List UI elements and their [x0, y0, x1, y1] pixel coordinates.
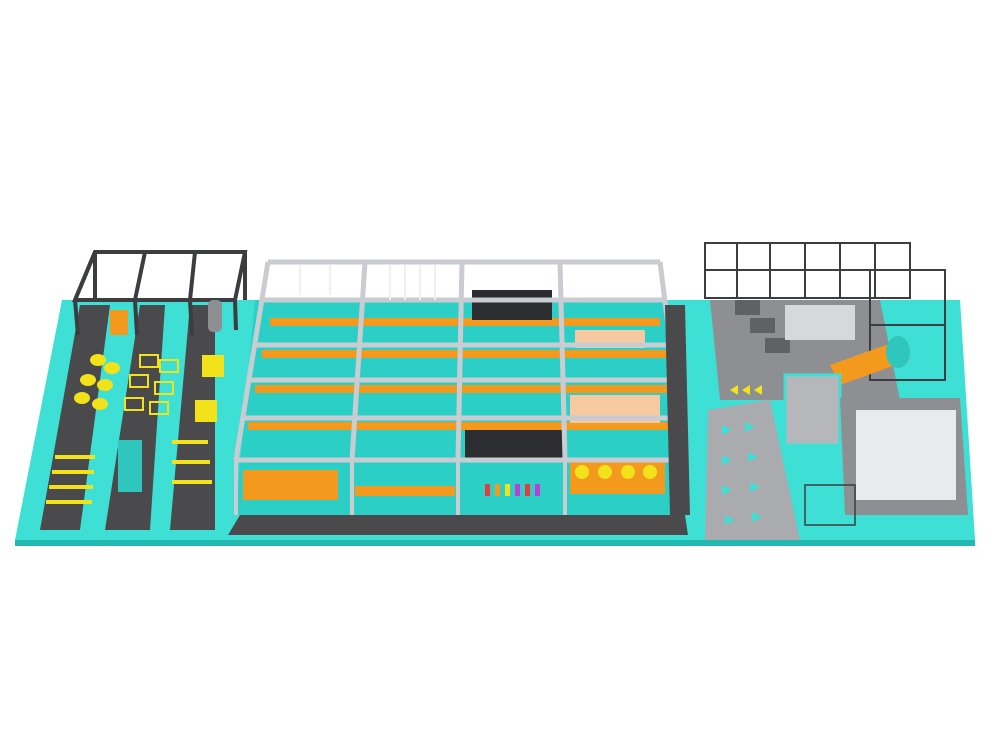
floor-edge — [15, 540, 975, 546]
truss-grid — [233, 259, 688, 463]
monkey-bar-frame — [72, 250, 248, 336]
teal-arrows — [722, 422, 762, 525]
left-training-zone — [40, 250, 248, 530]
yellow-block — [202, 355, 224, 377]
yellow-arrows — [730, 385, 762, 395]
yellow-balance-beams — [46, 440, 212, 504]
colored-pegs — [485, 484, 540, 496]
dark-panels — [465, 290, 565, 460]
trampoline-bed — [856, 410, 956, 500]
tube-slide — [830, 336, 910, 385]
walkway — [665, 305, 690, 515]
central-ninja-course — [228, 259, 688, 535]
warped-wall — [705, 400, 800, 540]
net-fence — [804, 484, 856, 526]
light-pad — [785, 305, 855, 340]
yellow-block — [195, 400, 217, 422]
grey-bag — [208, 300, 222, 332]
right-trampoline-zone — [704, 242, 968, 540]
course-shadow-lane — [228, 515, 688, 535]
yellow-balls — [575, 465, 657, 479]
climbing-panel — [118, 440, 142, 492]
orange-pad — [110, 310, 128, 335]
grey-blocks — [735, 300, 790, 353]
yellow-frames — [124, 354, 179, 415]
yellow-stepping-pods — [74, 354, 120, 410]
foam-pit — [783, 373, 842, 447]
cage-frame — [704, 242, 946, 381]
orange-platforms — [243, 318, 678, 500]
hanging-ropes — [299, 265, 436, 300]
